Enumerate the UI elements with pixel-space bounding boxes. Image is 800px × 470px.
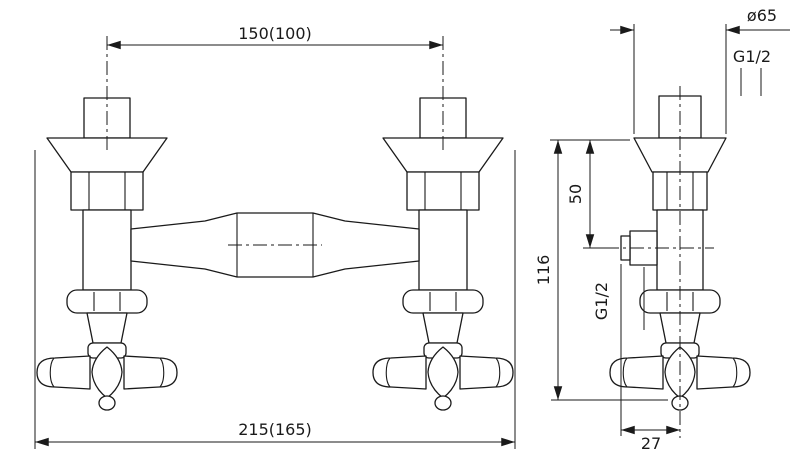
dim-flange-diameter-label: ø65 <box>747 6 777 25</box>
outlet-thread-label: G1/2 <box>592 282 611 320</box>
top-thread-label: G1/2 <box>733 47 771 66</box>
dim-flange-diameter: ø65 <box>610 6 790 134</box>
dim-height: 116 <box>534 140 668 401</box>
dim-pitch-label: 150(100) <box>238 24 312 43</box>
dim-outlet-depth: 50 <box>550 139 630 249</box>
dim-outlet-offset-label: 27 <box>641 434 661 453</box>
label-outlet-thread: G1/2 <box>592 267 645 330</box>
front-view: 150(100) 215(165) <box>34 24 516 449</box>
label-top-thread: G1/2 <box>733 47 771 96</box>
dim-height-label: 116 <box>534 255 553 286</box>
dim-outlet-offset: 27 <box>620 264 680 453</box>
dim-pitch: 150(100) <box>106 24 444 152</box>
spout-bar-outline <box>130 212 420 278</box>
side-view: ø65 G1/2 50 116 G1/2 <box>534 6 790 453</box>
dim-outlet-depth-label: 50 <box>566 184 585 204</box>
dim-overall: 215(165) <box>34 150 516 449</box>
dim-overall-label: 215(165) <box>238 420 312 439</box>
